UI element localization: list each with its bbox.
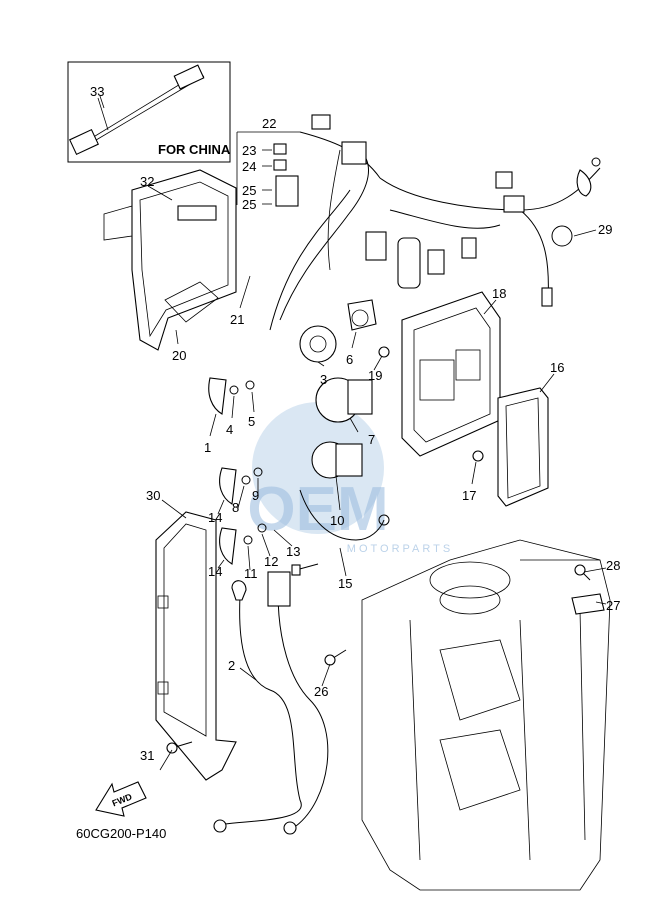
callout-16: 16: [550, 360, 564, 375]
callout-26: 26: [314, 684, 328, 699]
callout-5: 5: [248, 414, 255, 429]
callout-18: 18: [492, 286, 506, 301]
cdi-bracket: [401, 291, 501, 457]
callout-8: 8: [232, 500, 239, 515]
inset-for-china: FOR CHINA: [67, 61, 231, 163]
watermark-big-text: OEM: [247, 475, 388, 544]
fwd-arrow: FWD: [95, 781, 147, 817]
callout-27: 27: [606, 598, 620, 613]
callout-7: 7: [368, 432, 375, 447]
callout-13: 13: [286, 544, 300, 559]
watermark-small-text: MOTORPARTS: [347, 543, 453, 555]
callout-2: 2: [228, 658, 235, 673]
callout-24: 24: [242, 159, 256, 174]
callout-15: 15: [338, 576, 352, 591]
terminal-caps: [208, 377, 267, 565]
callout-labels: 33 32 22 23 24 25 25 29 21 20 18 6 19 3 …: [90, 84, 620, 763]
callout-22: 22: [262, 116, 276, 131]
callout-19: 19: [368, 368, 382, 383]
inset-label: FOR CHINA: [158, 142, 231, 157]
callout-23: 23: [242, 143, 256, 158]
callout-3: 3: [320, 372, 327, 387]
callout-20: 20: [172, 348, 186, 363]
callout-25-a: 25: [242, 183, 256, 198]
rectifier-plate: [497, 387, 549, 507]
callout-12: 12: [264, 554, 278, 569]
callout-17: 17: [462, 488, 476, 503]
callout-9: 9: [252, 488, 259, 503]
starter-relay: [299, 299, 377, 479]
fasteners: [166, 346, 605, 754]
callout-25-b: 25: [242, 197, 256, 212]
callout-14-b: 14: [208, 564, 222, 579]
callout-32: 32: [140, 174, 154, 189]
callout-21: 21: [230, 312, 244, 327]
callout-4: 4: [226, 422, 233, 437]
callout-1: 1: [204, 440, 211, 455]
callout-6: 6: [346, 352, 353, 367]
callout-31: 31: [140, 748, 154, 763]
callout-bracket-22-25: [236, 131, 300, 207]
ground-lead: [299, 489, 390, 541]
callout-29: 29: [598, 222, 612, 237]
leader-lines: [99, 95, 607, 771]
callout-14-a: 14: [208, 510, 222, 525]
callout-33: 33: [90, 84, 104, 99]
diagram-code: 60CG200-P140: [76, 826, 166, 841]
wire-harness: [269, 114, 601, 331]
callout-28: 28: [606, 558, 620, 573]
electrical-cover: [103, 169, 237, 351]
engine-block: [361, 539, 611, 891]
callout-30: 30: [146, 488, 160, 503]
battery-cables: [213, 571, 329, 835]
side-bracket: [155, 511, 237, 781]
callout-11: 11: [244, 566, 258, 581]
callout-10: 10: [330, 513, 344, 528]
